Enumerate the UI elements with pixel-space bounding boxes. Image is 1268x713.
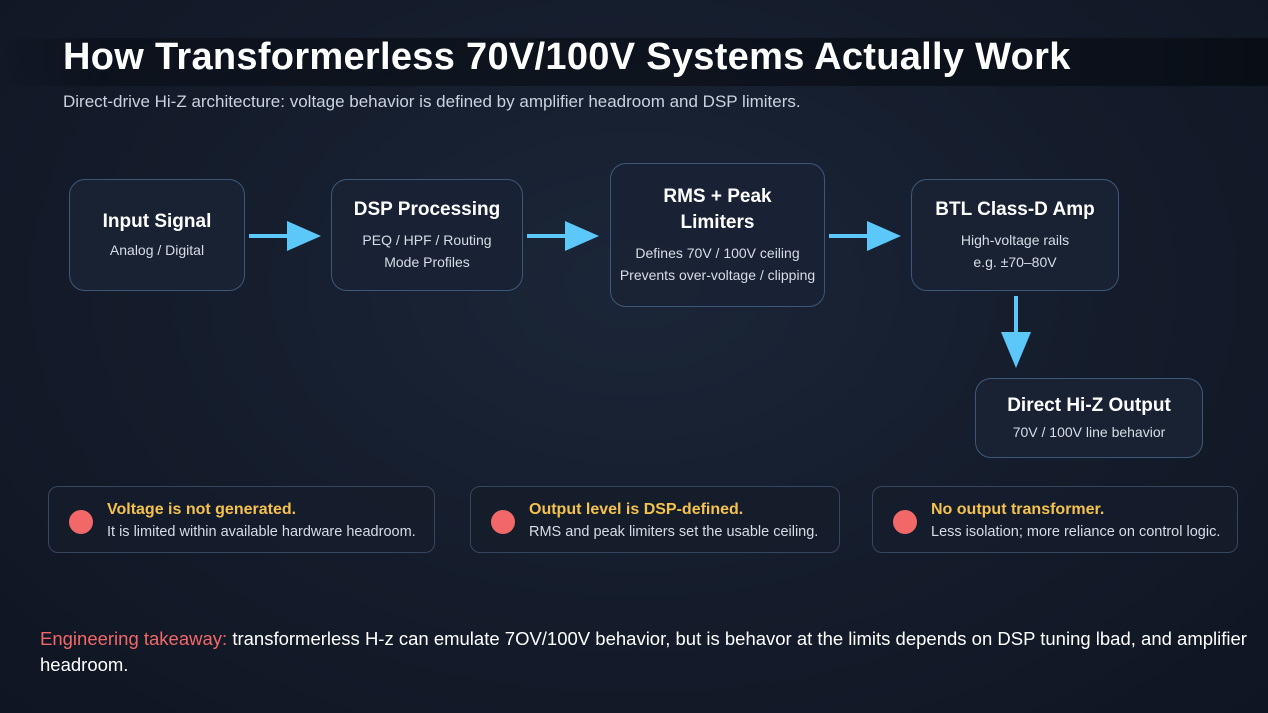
note-text: RMS and peak limiters set the usable cei…	[529, 524, 819, 540]
node-title: BTL Class-D Amp	[935, 199, 1095, 220]
engineering-takeaway: Engineering takeaway: transformerless H-…	[40, 626, 1255, 678]
arrow-input-to-dsp	[249, 221, 321, 251]
node-btl-class-d-amp: BTL Class-D Amp High-voltage rails e.g. …	[911, 179, 1119, 291]
page-title: How Transformerless 70V/100V Systems Act…	[63, 36, 1071, 78]
arrow-head	[1001, 332, 1031, 368]
node-detail: 70V / 100V line behavior	[1012, 424, 1166, 440]
arrow-head	[565, 221, 599, 251]
node-detail: High-voltage rails	[960, 232, 1070, 248]
node-detail: PEQ / HPF / Routing	[362, 232, 492, 248]
arrow-head	[287, 221, 321, 251]
node-detail: Mode Profiles	[384, 254, 470, 270]
node-direct-hiz-output: Direct Hi-Z Output 70V / 100V line behav…	[975, 378, 1203, 458]
node-detail: Prevents over-voltage / clipping	[619, 267, 816, 283]
note-title: Output level is DSP-defined.	[529, 501, 744, 518]
node-input-signal: Input Signal Analog / Digital	[69, 179, 245, 291]
takeaway-label: Engineering takeaway:	[40, 628, 228, 649]
red-dot-icon	[69, 510, 93, 534]
red-dot-icon	[491, 510, 515, 534]
node-detail: e.g. ±70–80V	[973, 254, 1057, 270]
node-rms-peak-limiters: RMS + Peak Limiters Defines 70V / 100V c…	[610, 163, 825, 307]
node-title: RMS + Peak Limiters	[663, 186, 772, 233]
arrow-dsp-to-limiters	[527, 221, 599, 251]
note-title: No output transformer.	[931, 501, 1105, 518]
note-title: Voltage is not generated.	[107, 501, 297, 518]
arrow-amp-to-output	[1001, 296, 1031, 368]
node-title: DSP Processing	[353, 199, 501, 220]
node-detail: Defines 70V / 100V ceiling	[635, 245, 800, 261]
node-title: Direct Hi-Z Output	[1007, 395, 1171, 416]
page-subtitle: Direct-drive Hi-Z architecture: voltage …	[63, 92, 801, 111]
arrow-head	[867, 221, 901, 251]
note-text: Less isolation; more reliance on control…	[931, 524, 1221, 540]
node-detail: Analog / Digital	[109, 242, 205, 258]
red-dot-icon	[893, 510, 917, 534]
node-dsp-processing: DSP Processing PEQ / HPF / Routing Mode …	[331, 179, 523, 291]
note-text: It is limited within available hardware …	[107, 524, 416, 540]
note-voltage-not-generated: Voltage is not generated. It is limited …	[48, 486, 435, 553]
node-title: Input Signal	[102, 211, 212, 232]
note-no-output-transformer: No output transformer. Less isolation; m…	[872, 486, 1238, 553]
title-bar-background	[0, 38, 1268, 86]
arrow-limiters-to-amp	[829, 221, 901, 251]
note-output-level-dsp-defined: Output level is DSP-defined. RMS and pea…	[470, 486, 840, 553]
takeaway-text: transformerless H-z can emulate 7OV/100V…	[40, 628, 1247, 675]
